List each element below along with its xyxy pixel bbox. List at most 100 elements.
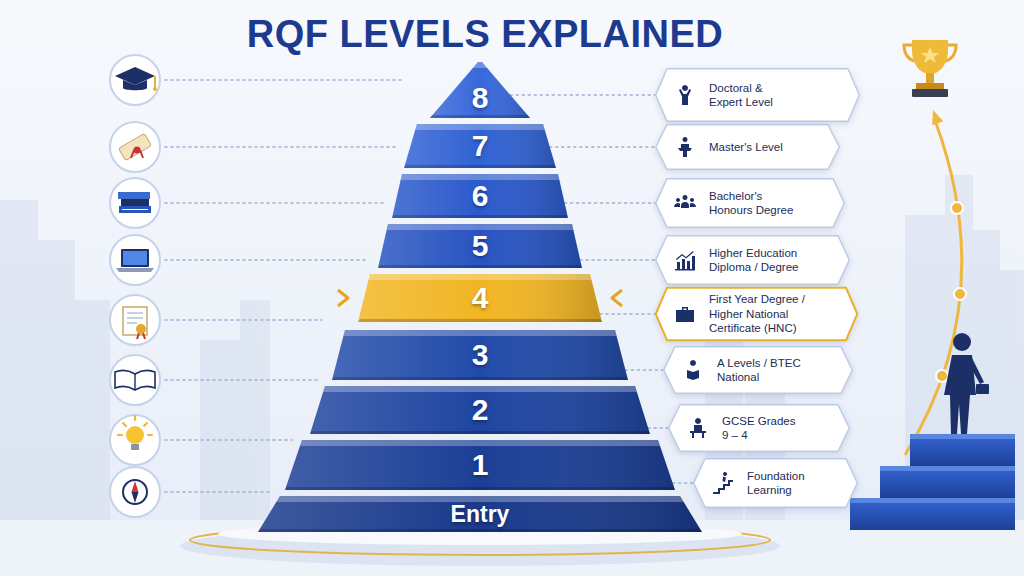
tier-shadow [404, 165, 556, 168]
trophy-cup [912, 40, 948, 74]
level-tag: Higher Education Diploma / Degree [655, 235, 850, 285]
tier-text-box: 6 [392, 174, 568, 218]
level-tag: First Year Degree / Higher National Cert… [655, 287, 858, 341]
tier-face [332, 330, 628, 380]
bulb-rays [118, 416, 152, 435]
pyramid-tier: 3 [332, 330, 628, 380]
leader-line [165, 202, 384, 204]
scroll-seal [134, 147, 141, 154]
level-label: Foundation Learning [747, 469, 817, 498]
pyramid-tier: 5 [378, 224, 582, 268]
tier-text-box: 4 [358, 274, 602, 322]
climber-arm [970, 358, 984, 384]
tier-shading [430, 62, 530, 118]
tag-outline [656, 288, 858, 341]
stair-step [850, 498, 1015, 530]
leader-line [165, 319, 322, 321]
level-icon [676, 307, 694, 322]
trophy-stem [926, 73, 934, 83]
tag-text-box: Doctoral & Expert Level [709, 68, 791, 122]
tier-face [285, 440, 675, 490]
pyramid-tier: 7 [404, 124, 556, 168]
diagram-title: RQF LEVELS EXPLAINED [135, 12, 835, 56]
tier-shadow [310, 431, 650, 434]
level-number: 7 [472, 129, 489, 163]
books-icon [121, 199, 149, 206]
pyramid-tier: 2 [310, 386, 650, 434]
leader-connector [625, 369, 663, 371]
level-tag: Doctoral & Expert Level [655, 68, 860, 122]
icon-circle [110, 55, 160, 105]
tag-outline [669, 405, 850, 452]
tier-shading [378, 224, 582, 268]
icon-circle [110, 122, 160, 172]
leader-connector [550, 146, 655, 148]
tier-text-box: 2 [310, 386, 650, 434]
tier-face [358, 274, 602, 322]
level-tag: Bachelor's Honours Degree [655, 178, 845, 228]
tag-shape [655, 235, 850, 285]
level-number: 8 [472, 81, 489, 115]
tag-shape [693, 458, 858, 508]
tag-shape [663, 346, 853, 394]
book-icon [115, 370, 155, 390]
level-label: A Levels / BTEC National [717, 356, 809, 385]
tier-text-box: 3 [332, 330, 628, 380]
level-tag: Master's Level [655, 124, 840, 170]
cap-icon [115, 67, 155, 85]
city-skyline [0, 175, 1024, 576]
stair-top [880, 466, 1015, 471]
laptop-base [116, 268, 154, 272]
pyramid-tier: 4 [358, 274, 602, 322]
stair-step [880, 466, 1015, 498]
tier-shadow [392, 215, 568, 218]
level-number: 3 [472, 338, 489, 372]
tag-text-box: First Year Degree / Higher National Cert… [709, 287, 819, 341]
tier-shading [358, 274, 602, 322]
tier-shading [310, 386, 650, 434]
tag-outline [664, 347, 853, 394]
tier-face [258, 496, 702, 532]
bulb-base [131, 444, 139, 450]
tag-shape [655, 178, 845, 228]
icon-circle [110, 355, 160, 405]
tier-shading [404, 124, 556, 168]
level-icon [687, 360, 699, 380]
scroll-icon [119, 133, 152, 160]
level-icon [713, 472, 733, 494]
tag-shape [655, 68, 860, 122]
cap-tassel [154, 76, 156, 88]
tier-ledge [300, 440, 660, 446]
level-number: 2 [472, 393, 489, 427]
tag-outline [656, 125, 840, 170]
tag-outline [656, 236, 850, 285]
level-icon [690, 418, 706, 438]
certificate-seal [136, 324, 146, 334]
icon-circle [110, 295, 160, 345]
laptop-icon [121, 249, 149, 267]
leader-connector [600, 313, 655, 315]
tier-ledge [343, 330, 616, 336]
level-tag: A Levels / BTEC National [663, 346, 853, 394]
tag-shape [668, 404, 850, 452]
stair-top [850, 498, 1015, 503]
cap-tassel [153, 87, 157, 91]
tier-face [404, 124, 556, 168]
leader-line [165, 491, 270, 493]
level-tag: GCSE Grades 9 – 4 [668, 404, 850, 452]
level-label: First Year Degree / Higher National Cert… [709, 292, 819, 335]
progress-arrowhead [932, 110, 943, 125]
certificate-icon [123, 307, 147, 335]
tag-text-box: GCSE Grades 9 – 4 [722, 404, 798, 452]
bulb-icon [126, 426, 144, 444]
climber-head [953, 333, 971, 351]
tier-ledge [473, 62, 487, 68]
tier-shading [332, 330, 628, 380]
cap-icon [123, 80, 147, 90]
trophy-plinth [912, 89, 948, 97]
leader-connector [510, 94, 655, 96]
tier-shadow [258, 529, 702, 532]
pyramid-tier: Entry [258, 496, 702, 532]
